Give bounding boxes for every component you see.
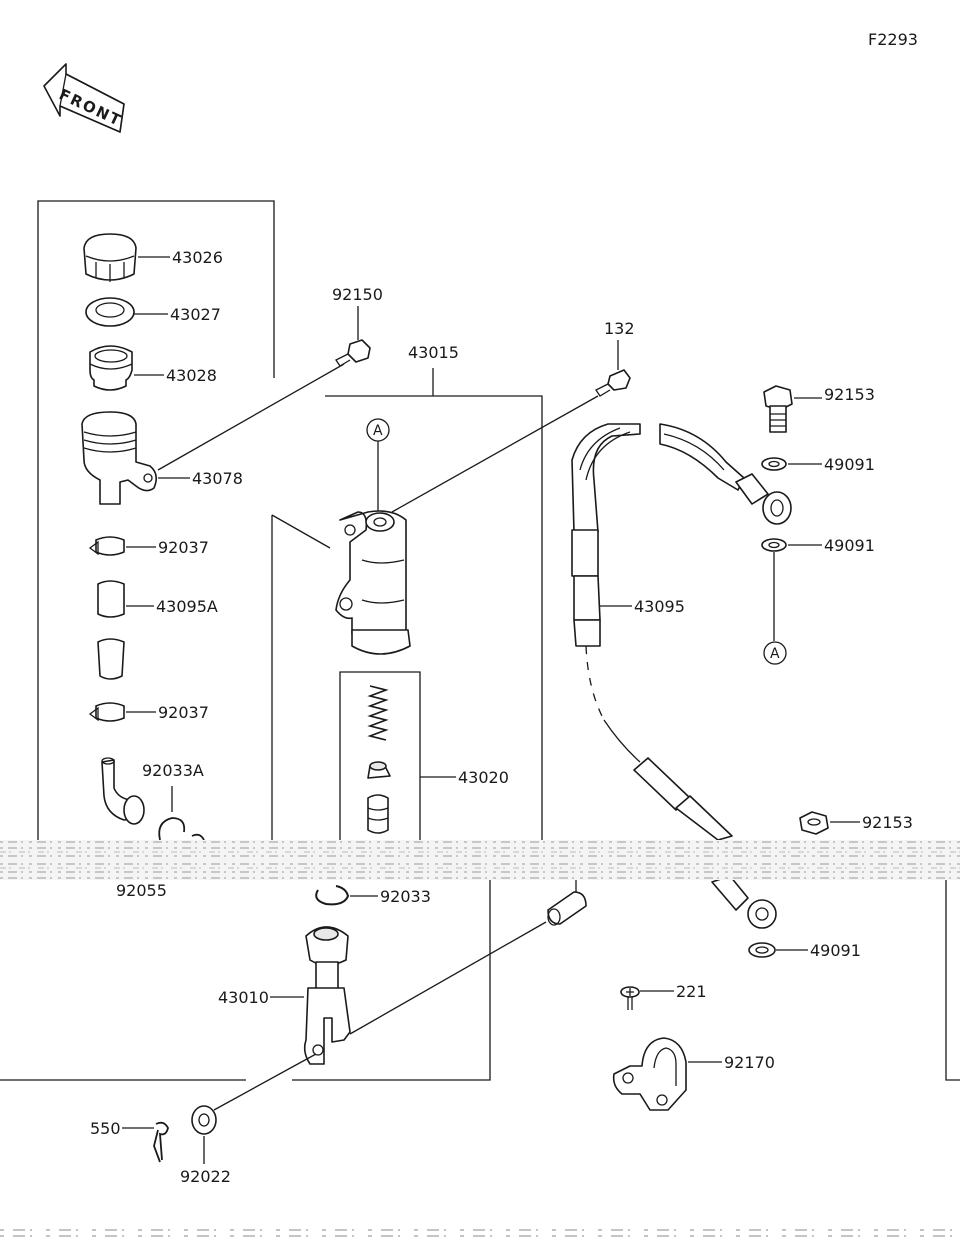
piston	[367, 794, 389, 834]
diaphragm-plate	[85, 297, 135, 327]
label-43078: 43078	[192, 469, 243, 488]
scan-noise-bottom	[0, 1229, 960, 1237]
clevis-pin	[547, 891, 587, 926]
reservoir-hose	[97, 580, 125, 680]
label-49091-top: 49091	[824, 455, 875, 474]
washer-49091-top	[761, 457, 787, 471]
label-43027: 43027	[170, 305, 221, 324]
hose-elbow	[101, 757, 145, 825]
label-92150: 92150	[332, 285, 383, 304]
master-cylinder-group-box-bottom	[292, 880, 491, 1081]
callout-a-cylinder: A	[373, 423, 383, 439]
label-92037-top: 92037	[158, 538, 209, 557]
label-43095: 43095	[634, 597, 685, 616]
label-92022: 92022	[180, 1167, 231, 1186]
piston-spring	[367, 685, 389, 741]
label-49091-bottom: 49091	[810, 941, 861, 960]
label-92055: 92055	[116, 881, 167, 900]
diaphragm	[89, 345, 133, 391]
reservoir-tank	[81, 411, 158, 505]
master-cylinder	[335, 510, 411, 655]
reservoir-group-bracket	[37, 200, 275, 840]
push-rod	[303, 926, 351, 1065]
right-group-box	[945, 880, 960, 1081]
label-43015: 43015	[408, 343, 459, 362]
master-cylinder-group-box	[271, 395, 543, 840]
label-92153-top: 92153	[824, 385, 875, 404]
label-43095A: 43095A	[156, 597, 218, 616]
label-43028: 43028	[166, 366, 217, 385]
brake-hose	[571, 423, 792, 929]
piston-cup	[367, 761, 391, 779]
label-43020: 43020	[458, 768, 509, 787]
cotter-pin	[153, 1121, 169, 1163]
label-49091-mid: 49091	[824, 536, 875, 555]
front-arrow-icon: FRONT	[43, 63, 125, 133]
label-92153-bottom: 92153	[862, 813, 913, 832]
label-221: 221	[676, 982, 707, 1001]
piston-kit-box	[339, 671, 421, 840]
callout-a-hose: A	[770, 646, 780, 662]
circlip-92033A	[158, 817, 186, 841]
label-92033A: 92033A	[142, 761, 204, 780]
leader-92150-to-tank	[157, 363, 345, 471]
screw-132	[595, 369, 631, 397]
banjo-bolt-bottom	[799, 811, 829, 835]
label-43010: 43010	[218, 988, 269, 1007]
washer-49091-bottom	[748, 942, 776, 958]
hose-clamp-92170	[612, 1037, 687, 1111]
bolt-92150	[335, 339, 371, 367]
label-92033: 92033	[380, 887, 431, 906]
label-132: 132	[604, 319, 635, 338]
label-43026: 43026	[172, 248, 223, 267]
hose-clamp-top	[88, 536, 125, 556]
banjo-bolt-top	[763, 385, 793, 433]
leader-132-to-cylinder	[391, 395, 599, 513]
reservoir-cap	[83, 233, 137, 282]
label-550: 550	[90, 1119, 121, 1138]
label-92170: 92170	[724, 1053, 775, 1072]
figure-code: F2293	[868, 30, 918, 49]
washer-49091-mid	[761, 538, 787, 552]
scan-tear-band	[0, 840, 960, 880]
screw-221	[620, 986, 640, 1010]
label-92037-bottom: 92037	[158, 703, 209, 722]
washer-92022	[191, 1105, 217, 1135]
circlip-92033	[315, 885, 350, 906]
hose-clamp-bottom	[88, 702, 125, 722]
